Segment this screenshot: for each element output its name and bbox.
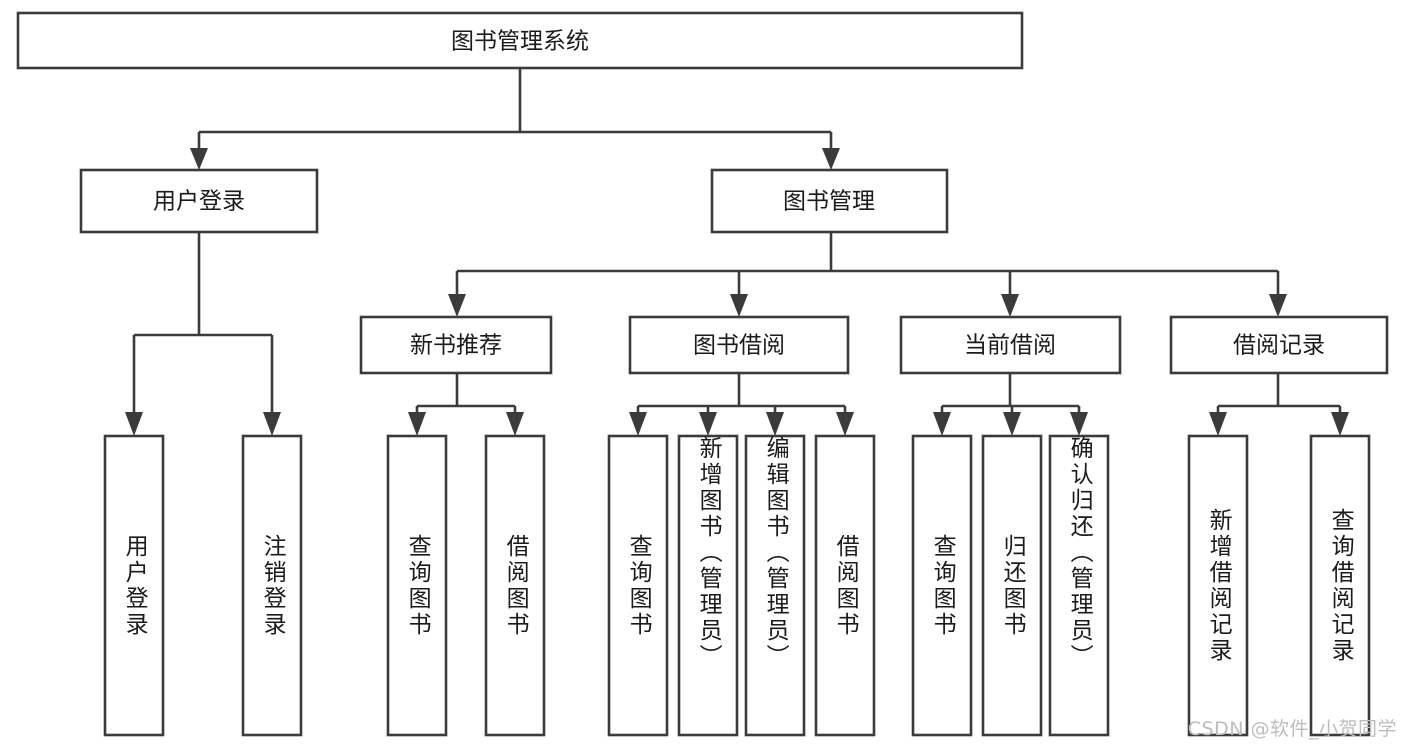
arrow-head-leaf-user-login [125, 412, 143, 436]
node-current-borrow[interactable]: 当前借阅 [899, 315, 1122, 375]
arrow-head-leaf-query-borrow-record [1331, 412, 1349, 436]
arrow-head-book-manage [822, 148, 840, 170]
arrow-head-new-book-recommend [448, 294, 466, 317]
node-borrow-record[interactable]: 借阅记录 [1169, 315, 1389, 375]
leaf-box-query-book-3[interactable] [911, 434, 973, 737]
node-book-borrow-label: 图书借阅 [693, 333, 785, 359]
node-new-book-recommend-label: 新书推荐 [410, 333, 502, 359]
arrow-head-leaf-query-book-1 [408, 412, 426, 436]
node-current-borrow-label: 当前借阅 [964, 333, 1056, 359]
leaf-box-add-book-admin[interactable] [677, 434, 739, 737]
leaf-box-user-logout[interactable] [241, 434, 303, 737]
node-new-book-recommend[interactable]: 新书推荐 [359, 315, 553, 375]
leaf-box-add-borrow-record[interactable] [1187, 434, 1249, 737]
leaf-box-user-login[interactable] [103, 434, 165, 737]
connector-group-root [190, 68, 840, 170]
arrow-head-leaf-return-book [1003, 412, 1021, 436]
arrow-head-book-borrow [730, 294, 748, 317]
node-user-login-label: 用户登录 [153, 189, 245, 215]
node-root-box[interactable] [16, 11, 1024, 70]
arrow-head-leaf-borrow-book-1 [506, 412, 524, 436]
leaf-box-query-book-2[interactable] [607, 434, 669, 737]
leaf-box-confirm-return-admin[interactable] [1048, 434, 1110, 737]
leaf-box-borrow-book-2[interactable] [814, 434, 876, 737]
node-current-borrow-box[interactable] [899, 315, 1122, 375]
node-borrow-record-label: 借阅记录 [1233, 333, 1325, 359]
connector-group-new-book-recommend [408, 373, 524, 436]
arrow-head-leaf-borrow-book-2 [836, 412, 854, 436]
leaf-box-query-borrow-record[interactable] [1309, 434, 1371, 737]
node-borrow-record-box[interactable] [1169, 315, 1389, 375]
node-book-borrow-box[interactable] [628, 315, 850, 375]
connector-group-book-borrow [629, 373, 854, 436]
arrow-head-leaf-add-borrow-record [1209, 412, 1227, 436]
node-book-manage-label: 图书管理 [783, 189, 875, 215]
leaf-box-return-book[interactable] [981, 434, 1043, 737]
arrow-head-leaf-edit-book-admin [766, 412, 784, 436]
leaf-box-borrow-book-1[interactable] [484, 434, 546, 737]
node-user-login[interactable]: 用户登录 [79, 168, 319, 234]
arrow-head-leaf-query-book-2 [629, 412, 647, 436]
arrow-head-user-login [190, 148, 208, 170]
leaf-boxes [103, 434, 1371, 737]
node-root-label: 图书管理系统 [451, 29, 589, 55]
connector-group-user-login [125, 232, 281, 436]
node-root[interactable]: 图书管理系统 [16, 11, 1024, 70]
node-book-manage[interactable]: 图书管理 [710, 168, 949, 234]
arrow-head-leaf-add-book-admin [699, 412, 717, 436]
leaf-box-edit-book-admin[interactable] [744, 434, 806, 737]
csdn-watermark: CSDN @软件_小贺同学 [1187, 718, 1397, 740]
arrow-head-leaf-user-logout [263, 412, 281, 436]
connector-group-borrow-record [1209, 373, 1349, 436]
arrow-head-leaf-query-book-3 [933, 412, 951, 436]
node-book-manage-box[interactable] [710, 168, 949, 234]
node-book-borrow[interactable]: 图书借阅 [628, 315, 850, 375]
arrow-head-borrow-record [1269, 294, 1287, 317]
node-new-book-recommend-box[interactable] [359, 315, 553, 375]
arrow-head-leaf-confirm-return-admin [1070, 412, 1088, 436]
connector-group-book-manage [448, 232, 1287, 317]
arrow-head-current-borrow [1001, 294, 1019, 317]
connector-group-current-borrow [933, 373, 1088, 436]
node-user-login-box[interactable] [79, 168, 319, 234]
leaf-box-query-book-1[interactable] [386, 434, 448, 737]
